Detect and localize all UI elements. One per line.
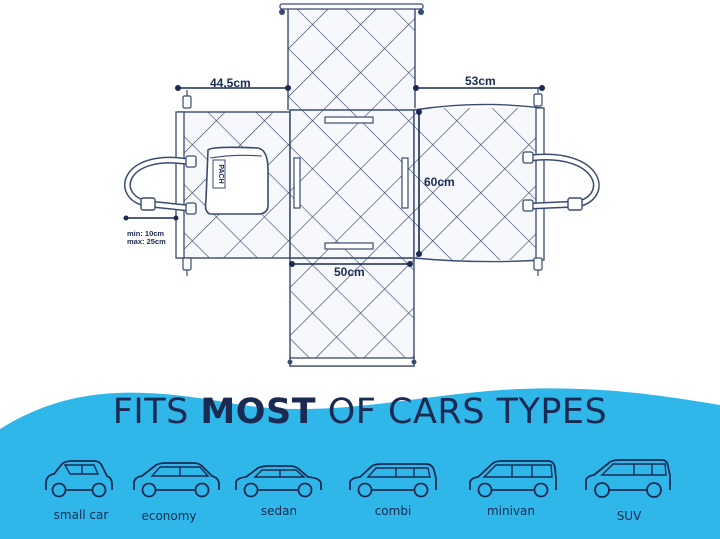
car-label-small-car: small car <box>53 508 109 522</box>
minivan-car-icon <box>469 460 557 498</box>
car-label-minivan: minivan <box>486 504 536 518</box>
dimension-lines <box>123 85 545 267</box>
strap-max-label: max: 25cm <box>127 237 166 246</box>
right-strap <box>522 151 600 212</box>
seat-cover-diagram: PACH <box>123 3 600 367</box>
left-width-label: 44,5cm <box>210 76 251 90</box>
right-panel <box>413 103 545 263</box>
center-width-label: 50cm <box>334 265 365 279</box>
wave-background <box>0 388 720 539</box>
top-panel <box>279 3 424 110</box>
car-label-sedan: sedan <box>260 504 298 518</box>
strap-min-label: min: 10cm <box>127 229 165 238</box>
left-panel <box>175 111 291 259</box>
left-strap <box>124 155 197 215</box>
height-label: 60cm <box>424 175 455 189</box>
suv-car-icon <box>585 459 671 498</box>
side-pocket: PACH <box>204 146 269 215</box>
headline: FITS MOST OF CARS TYPES <box>112 392 608 432</box>
brand-label: PACH <box>217 164 224 183</box>
small-car-icon <box>45 460 113 498</box>
economy-car-icon <box>133 462 220 498</box>
center-panel <box>289 109 415 259</box>
sedan-car-icon <box>235 465 322 498</box>
car-label-combi: combi <box>374 504 412 518</box>
clip-buckles <box>182 88 543 276</box>
bottom-panel <box>287 257 417 367</box>
car-label-suv: SUV <box>616 509 642 523</box>
right-width-label: 53cm <box>465 74 496 88</box>
car-label-economy: economy <box>141 509 197 523</box>
combi-car-icon <box>349 463 437 498</box>
